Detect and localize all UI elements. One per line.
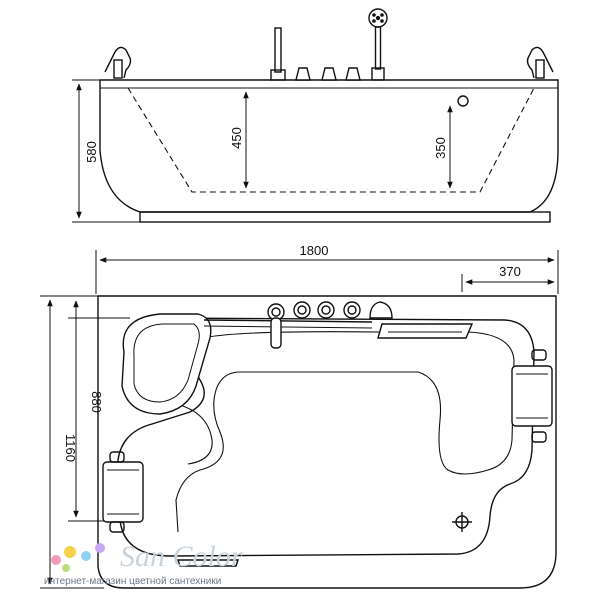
seat-contour (175, 331, 515, 533)
control-knob-icon (295, 67, 311, 81)
plan-view (97, 295, 557, 589)
lumbar-contour (175, 403, 213, 465)
watermark-brand: San Color (120, 540, 243, 573)
control-knob-icon (343, 301, 361, 319)
headrest-icon (121, 313, 212, 415)
hand-shower-icon (368, 8, 388, 81)
dimension-label-580: 580 (84, 141, 99, 163)
dimension-label-1160: 1160 (63, 434, 78, 462)
control-knob-icon (321, 67, 337, 81)
control-knob-icon (317, 301, 335, 319)
control-knob-icon (345, 67, 361, 81)
hand-shower-icon (369, 301, 393, 319)
jet-nozzle-icon (377, 323, 474, 339)
dimension-label-350: 350 (433, 137, 448, 159)
headrest-icon (511, 349, 553, 443)
tub-outline-plan (97, 295, 557, 589)
inner-basin-plan (117, 317, 535, 557)
tub-plinth (139, 211, 551, 223)
plan-dimensions (40, 250, 559, 589)
side-view-dimensions (72, 79, 453, 223)
faucet-icon (203, 303, 373, 349)
side-view (99, 8, 559, 223)
grab-handle-icon (526, 46, 554, 79)
faucet-icon (270, 27, 286, 81)
overflow-icon (457, 95, 469, 107)
bottom-grip (177, 559, 239, 567)
grab-handle-icon (104, 46, 132, 79)
inner-basin-dashed (127, 87, 535, 193)
control-knob-icon (293, 301, 311, 319)
dimension-label-1800: 1800 (300, 243, 329, 258)
headrest-icon (102, 451, 144, 533)
drain-icon (452, 512, 472, 532)
watermark-tagline: интернет-магазин цветной сантехники (44, 576, 221, 587)
watermark-dots (51, 543, 105, 572)
dimension-label-370: 370 (499, 264, 521, 279)
watermark: San Color интернет-магазин цветной санте… (44, 540, 243, 587)
dimension-label-880: 880 (89, 391, 104, 413)
tub-side-body (99, 79, 559, 213)
dimension-label-450: 450 (229, 127, 244, 149)
